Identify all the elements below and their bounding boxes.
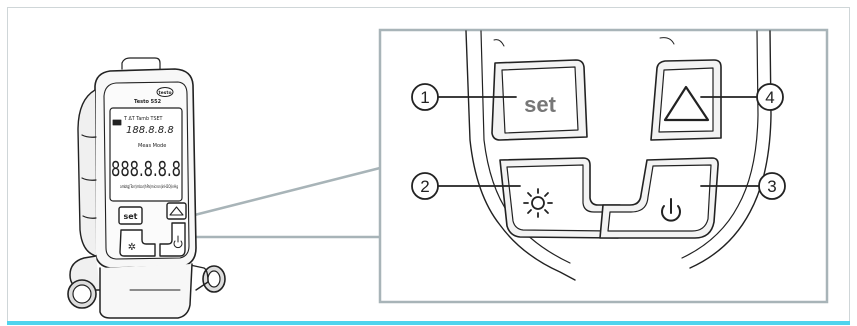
figure-frame: [7, 7, 850, 324]
device-up-key: [166, 202, 187, 220]
display-sub-value: 188.8.8.8: [126, 125, 174, 136]
display-mode-label: Meas Mode: [138, 143, 166, 149]
display-units: ambtg|Torr|mbar|hPa|micron|inH2O|inHg: [120, 184, 178, 189]
brand-logo-text: testo: [158, 90, 171, 96]
up-arrow-icon: [663, 85, 710, 122]
bottom-accent-rule: [7, 321, 850, 325]
detail-panel: [378, 28, 829, 304]
set-button-label: set: [524, 92, 556, 117]
callout-1: 1: [411, 83, 439, 111]
display-main-value: 888.8.8.8: [111, 157, 181, 181]
callout-2-number: 2: [420, 177, 429, 196]
device-illustration: testo Testo 552 T ΔT Tamb TSET 188.8.8.8…: [67, 57, 226, 319]
power-icon: [661, 198, 681, 222]
callout-1-number: 1: [420, 88, 429, 107]
callout-2: 2: [411, 172, 439, 200]
keypad-detail: set: [437, 30, 772, 281]
callout-3: 3: [758, 172, 786, 200]
device-light-key: [119, 229, 156, 257]
callout-4: 4: [756, 83, 784, 111]
housing-outline-outer: [465, 30, 576, 281]
callout-leaders: [437, 96, 760, 187]
brand-logo: [156, 87, 174, 97]
svg-text:✲: ✲: [128, 242, 136, 253]
device-set-key-label: set: [123, 212, 137, 221]
callout-3-number: 3: [767, 177, 776, 196]
device-display: [109, 107, 183, 202]
device-set-key: [118, 206, 143, 225]
light-icon: [523, 188, 553, 218]
callout-4-number: 4: [765, 88, 774, 107]
model-label: Testo 552: [134, 99, 162, 105]
display-symbols: T ΔT Tamb TSET: [123, 116, 163, 122]
